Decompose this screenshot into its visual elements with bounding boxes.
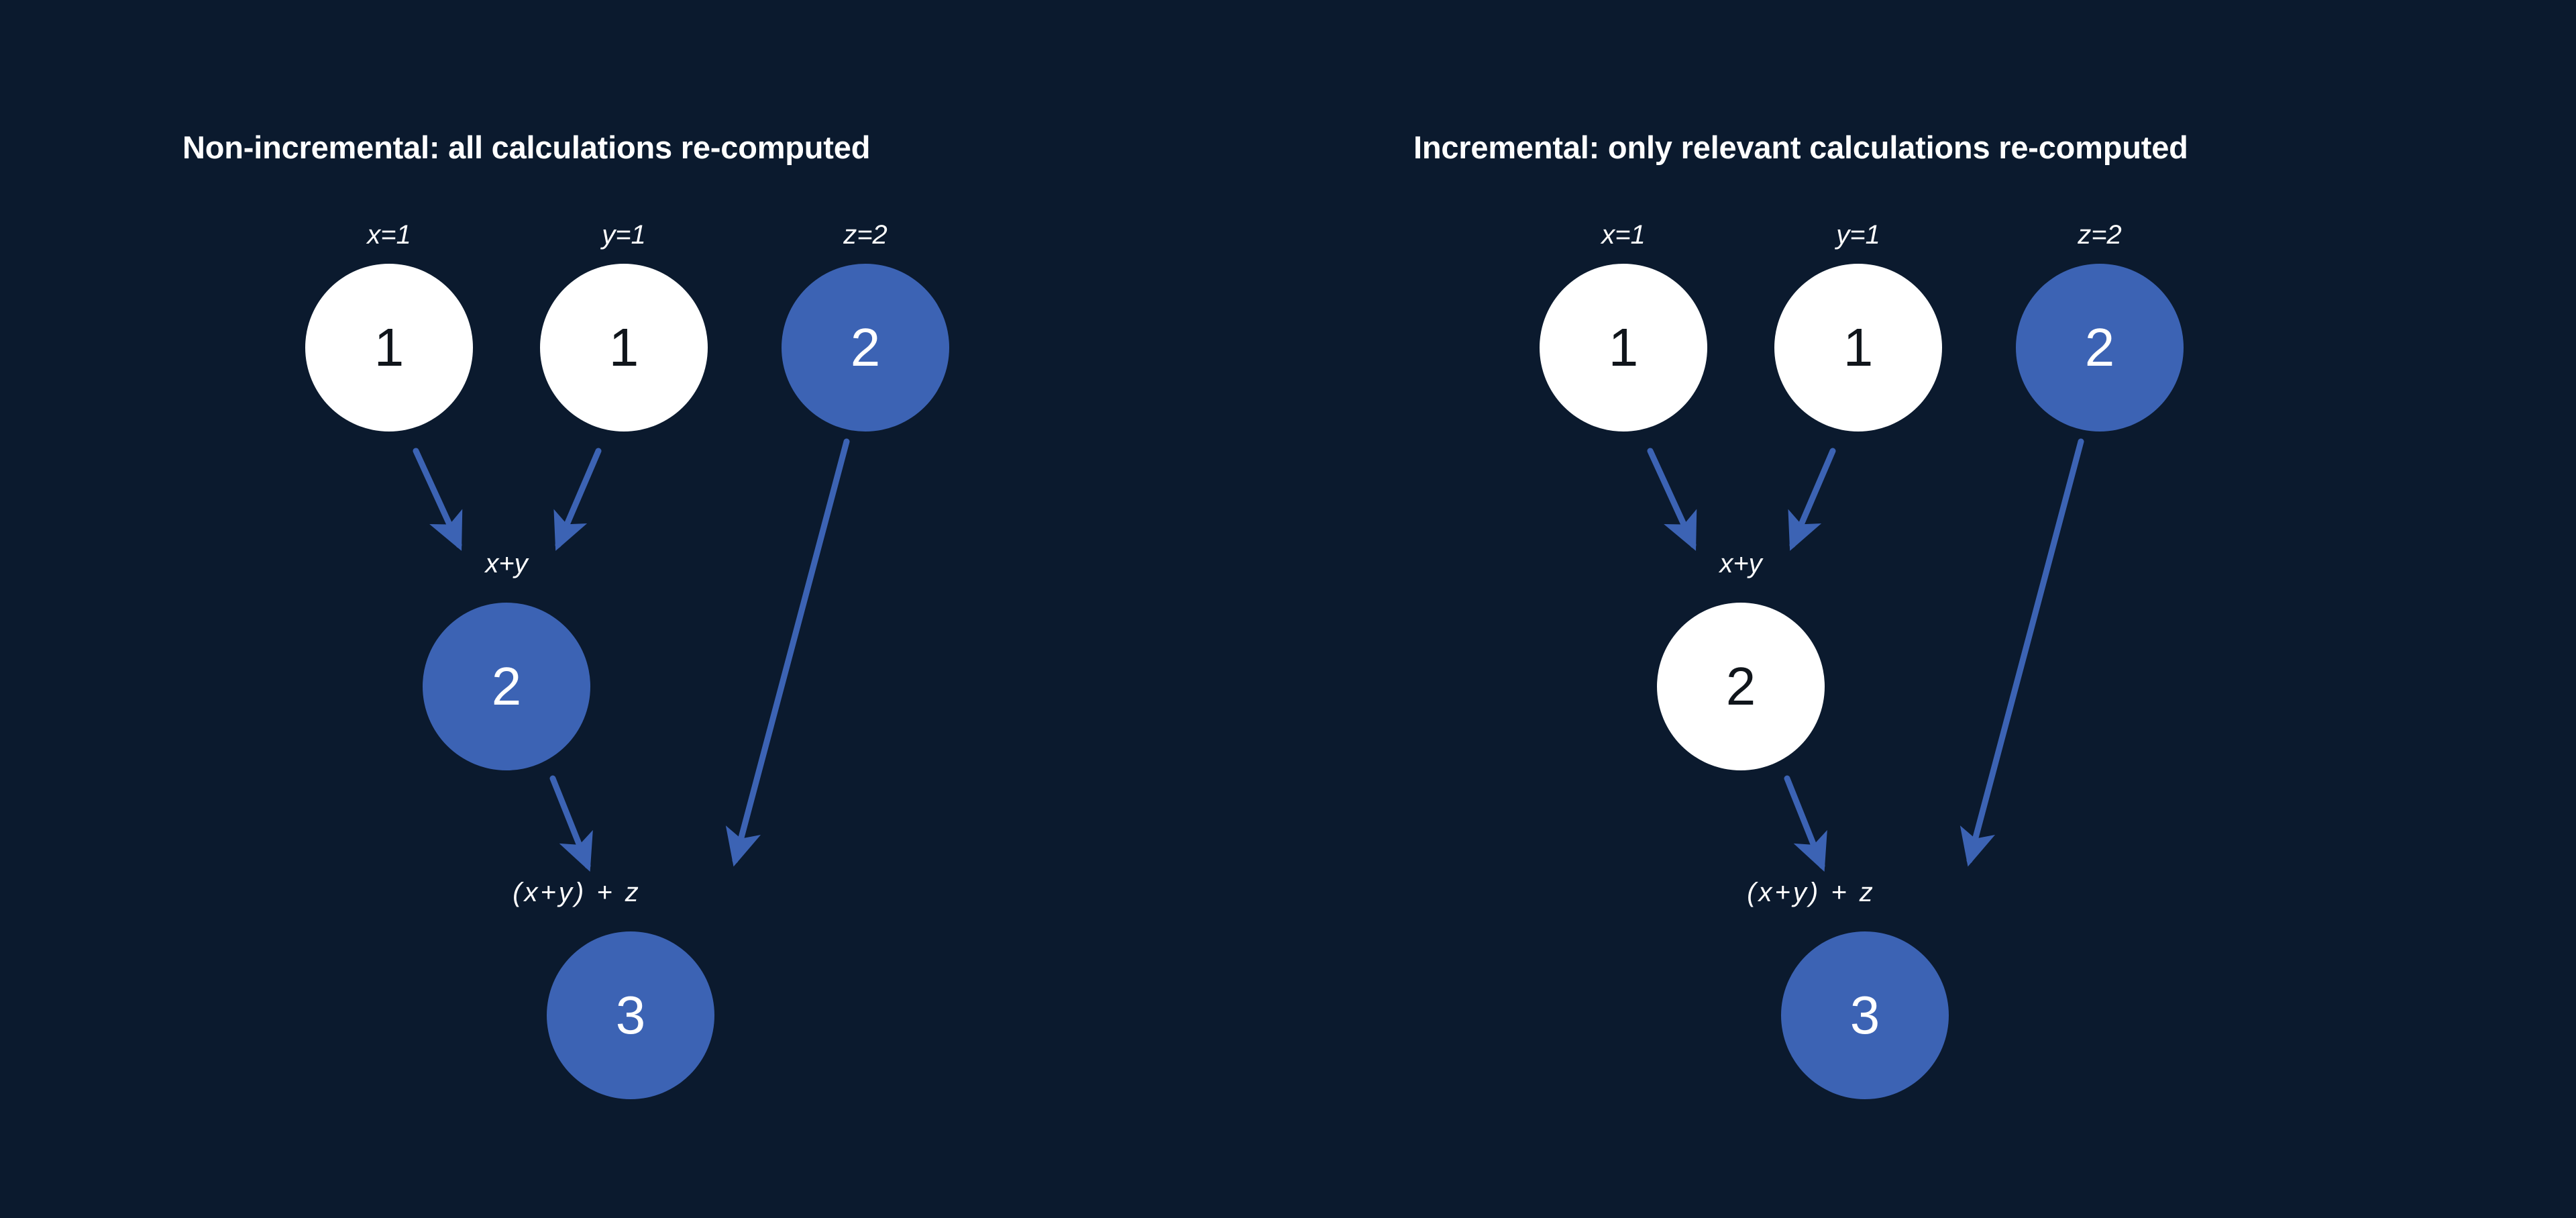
- node-label-sum: (x+y) + z: [513, 878, 641, 907]
- node-sum[interactable]: 3: [1781, 931, 1949, 1099]
- panel-incremental: Incremental: only relevant calculations …: [1288, 0, 2576, 1218]
- node-z[interactable]: 2: [782, 264, 949, 432]
- node-y-value: 1: [608, 317, 639, 377]
- node-x[interactable]: 1: [1540, 264, 1707, 432]
- node-y[interactable]: 1: [1774, 264, 1942, 432]
- node-x-value: 1: [1608, 317, 1639, 377]
- node-y-value: 1: [1843, 317, 1874, 377]
- panel-title-non-incremental: Non-incremental: all calculations re-com…: [182, 130, 871, 165]
- panel-title-incremental: Incremental: only relevant calculations …: [1413, 130, 2188, 165]
- node-xy[interactable]: 2: [423, 603, 590, 770]
- node-x[interactable]: 1: [305, 264, 473, 432]
- node-y[interactable]: 1: [540, 264, 708, 432]
- node-sum[interactable]: 3: [547, 931, 714, 1099]
- node-label-z: z=2: [843, 220, 888, 250]
- node-xy-value: 2: [491, 656, 522, 716]
- node-xy-value: 2: [1725, 656, 1756, 716]
- node-label-y: y=1: [602, 220, 646, 250]
- node-label-sum: (x+y) + z: [1747, 878, 1876, 907]
- node-x-value: 1: [374, 317, 405, 377]
- panel-non-incremental: Non-incremental: all calculations re-com…: [182, 130, 949, 1099]
- node-label-z: z=2: [2078, 220, 2122, 250]
- node-z-value: 2: [850, 317, 881, 377]
- node-label-xy: x+y: [485, 549, 528, 578]
- node-xy[interactable]: 2: [1657, 603, 1825, 770]
- node-sum-value: 3: [615, 985, 646, 1045]
- node-label-x: x=1: [1601, 220, 1646, 250]
- node-z-value: 2: [2084, 317, 2115, 377]
- node-label-x: x=1: [367, 220, 411, 250]
- node-label-xy: x+y: [1719, 549, 1762, 578]
- node-z[interactable]: 2: [2016, 264, 2184, 432]
- node-label-y: y=1: [1836, 220, 1880, 250]
- node-sum-value: 3: [1849, 985, 1880, 1045]
